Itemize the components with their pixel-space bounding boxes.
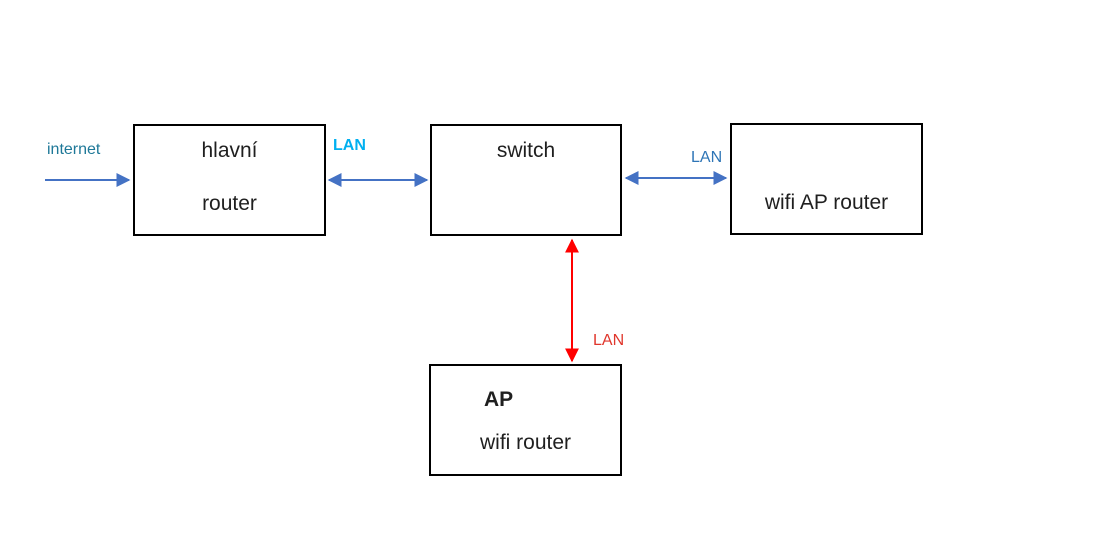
node-switch: switch [430, 124, 622, 236]
node-main-router: hlavní router [133, 124, 326, 236]
node-switch-label: switch [496, 139, 556, 162]
lan-label-switch-wifi-ap: LAN [691, 149, 723, 166]
node-ap-wifi-router-label-line2: wifi router [479, 431, 572, 454]
node-main-router-label-line1: hlavní [201, 139, 258, 162]
lan-label-switch-ap-wifi: LAN [593, 332, 625, 349]
node-ap-wifi-router-label-line1: AP [484, 388, 514, 411]
internet-label: internet [47, 141, 101, 158]
lan-label-router-switch: LAN [333, 137, 366, 154]
node-ap-wifi-router: AP wifi router [429, 364, 622, 476]
node-main-router-label-line2: router [202, 192, 257, 215]
node-wifi-ap-router-label: wifi AP router [764, 191, 889, 214]
node-wifi-ap-router: wifi AP router [730, 123, 923, 235]
